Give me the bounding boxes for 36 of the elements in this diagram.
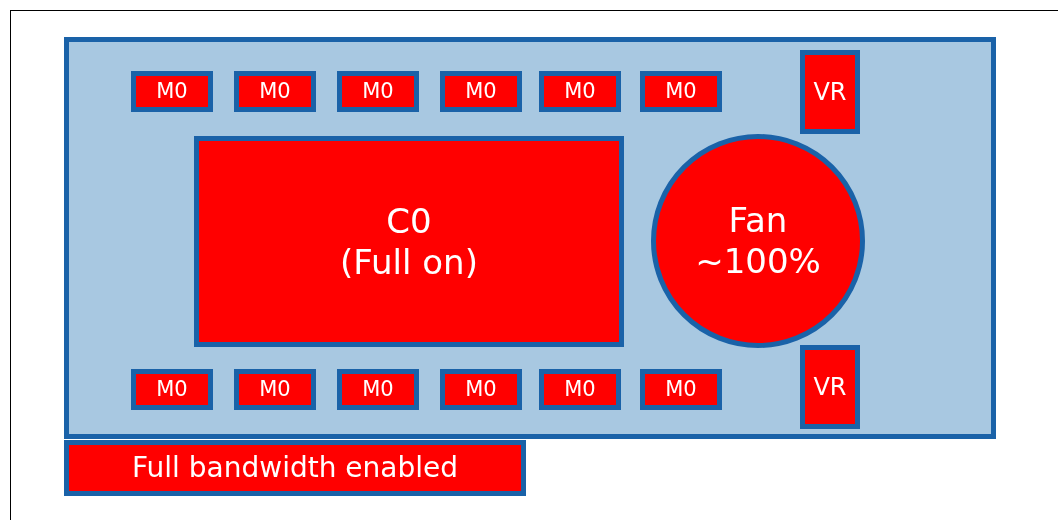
status-banner — [64, 440, 526, 496]
voltage-regulator — [800, 50, 860, 134]
component-label: M0 — [156, 376, 188, 403]
component-label: M0 — [465, 78, 497, 105]
memory-chip — [440, 369, 522, 410]
component-label: M0 — [564, 376, 596, 403]
memory-chip — [234, 71, 316, 112]
component-label: M0 — [564, 78, 596, 105]
component-label: M0 — [665, 376, 697, 403]
memory-chip — [440, 71, 522, 112]
component-label: Full bandwidth enabled — [132, 451, 458, 485]
circuit-board — [64, 37, 996, 439]
component-label: M0 — [465, 376, 497, 403]
component-label: M0 — [362, 78, 394, 105]
memory-chip — [131, 369, 213, 410]
memory-chip — [539, 369, 621, 410]
component-label: ~100% — [695, 241, 821, 282]
memory-chip — [640, 71, 722, 112]
voltage-regulator — [800, 345, 860, 429]
component-label: VR — [813, 372, 847, 402]
component-label: M0 — [259, 376, 291, 403]
component-label: C0 — [386, 200, 432, 242]
memory-chip — [640, 369, 722, 410]
component-label: Fan — [728, 200, 788, 241]
memory-chip — [539, 71, 621, 112]
component-label: M0 — [259, 78, 291, 105]
component-label: VR — [813, 77, 847, 107]
memory-chip — [337, 369, 419, 410]
memory-chip — [234, 369, 316, 410]
component-label: M0 — [156, 78, 188, 105]
component-label: M0 — [665, 78, 697, 105]
memory-chip — [131, 71, 213, 112]
component-label: M0 — [362, 376, 394, 403]
memory-chip — [337, 71, 419, 112]
component-label: (Full on) — [340, 241, 478, 283]
processor-chip — [194, 136, 624, 347]
